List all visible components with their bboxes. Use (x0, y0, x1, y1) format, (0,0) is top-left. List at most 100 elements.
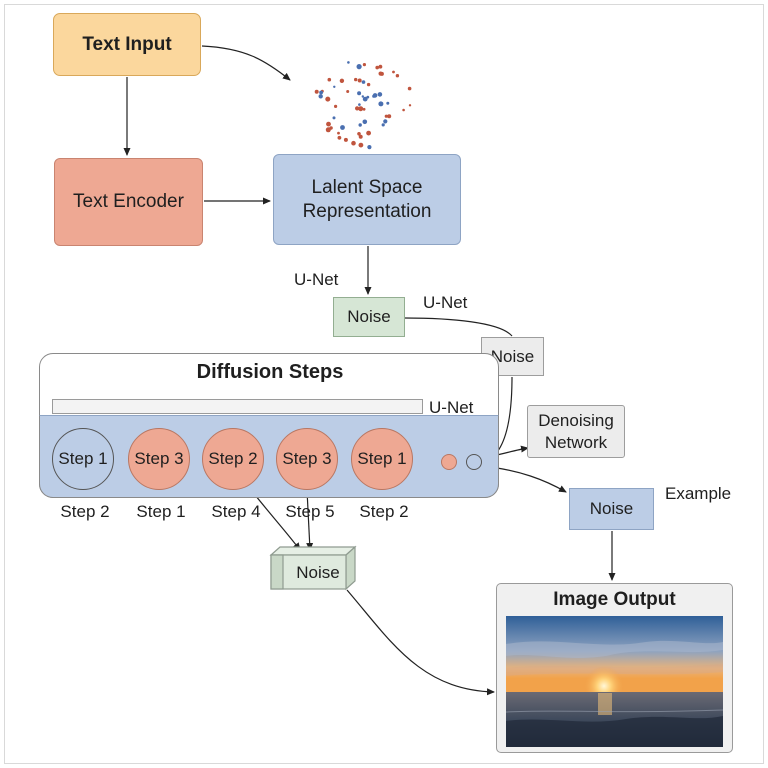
unet-label-left: U-Net (294, 270, 339, 289)
step-circle-3: Step 2 (202, 428, 264, 490)
scatter-dot (408, 104, 412, 107)
scatter-dot (343, 137, 348, 142)
scatter-dot (319, 90, 323, 95)
diffusion-top-bar (52, 399, 423, 414)
diffusion-steps-band (39, 415, 499, 498)
scatter-dot (378, 64, 383, 69)
scatter-dot (339, 78, 345, 84)
scatter-dot (366, 82, 371, 87)
curve-noise-to-noise-right (404, 317, 513, 337)
scatter-dot (361, 95, 364, 98)
scatter-dot (375, 65, 380, 70)
step-circle-label: Step 2 (208, 449, 258, 468)
scatter-dot (366, 130, 371, 136)
diagram-frame (4, 4, 764, 764)
scatter-dot (383, 119, 388, 124)
image-output-title: Image Output (553, 589, 676, 610)
text-input-node: Text Input (53, 13, 201, 76)
scatter-dot (357, 132, 361, 136)
scatter-dot (362, 96, 368, 102)
denoising-network-label: Denoising Network (538, 411, 614, 452)
scatter-dot (384, 114, 388, 118)
scatter-dot (378, 101, 384, 107)
unet-label-band: U-Net (429, 398, 474, 417)
scatter-dot (357, 91, 362, 96)
noise-mid-node: Noise (569, 488, 654, 530)
scatter-dot (407, 86, 412, 91)
step-below-label-3: Step 4 (211, 502, 261, 521)
scatter-dot (334, 104, 338, 108)
sunset-image (506, 616, 723, 747)
scatter-dot (354, 77, 358, 82)
scatter-dot (325, 127, 331, 133)
scatter-dot (358, 103, 361, 106)
step-circle-5: Step 1 (351, 428, 413, 490)
latent-scatter-cloud (314, 61, 412, 150)
step-circle-label: Step 1 (58, 449, 108, 468)
scatter-dot (355, 106, 360, 111)
step-below-label-5: Step 2 (359, 502, 409, 521)
text-input-label: Text Input (82, 33, 172, 55)
scatter-dot (314, 89, 319, 94)
step-circle-4: Step 3 (276, 428, 338, 490)
small-salmon-dot (441, 454, 457, 470)
scatter-dot (318, 94, 323, 99)
step-circle-label: Step 1 (357, 449, 407, 468)
noise-right-label: Noise (490, 346, 535, 366)
scatter-dot (340, 125, 345, 130)
unet-label-right: U-Net (423, 293, 468, 312)
step-circle-1: Step 1 (52, 428, 114, 490)
scatter-dot (362, 63, 366, 67)
scatter-dot (347, 61, 350, 64)
arrow-cube-to-output (346, 589, 495, 696)
scatter-dot (361, 80, 366, 84)
scatter-dot (358, 123, 362, 127)
step-below-label-4: Step 5 (285, 502, 335, 521)
denoising-network-node: Denoising Network (527, 405, 625, 458)
latent-space-label: Lalent Space Representation (302, 176, 432, 222)
arrow-input-to-scatter (201, 45, 291, 81)
scatter-dot (362, 119, 368, 125)
scatter-dot (327, 77, 332, 82)
scatter-dot (333, 85, 336, 89)
scatter-dot (326, 121, 331, 127)
scatter-dot (392, 70, 395, 74)
scatter-dot (402, 108, 405, 112)
scatter-dot (332, 116, 336, 120)
text-encoder-label: Text Encoder (73, 191, 184, 213)
scatter-dot (351, 140, 356, 146)
example-label: Example (665, 484, 732, 503)
noise-cube-label: Noise (296, 563, 339, 582)
step-circle-label: Step 3 (282, 449, 332, 468)
scatter-dot (377, 92, 383, 97)
scatter-dot (356, 64, 362, 70)
scatter-dot (337, 131, 340, 135)
scatter-dot (358, 142, 364, 148)
scatter-dot (372, 93, 378, 98)
text-encoder-node: Text Encoder (54, 158, 203, 246)
diffusion-steps-title: Diffusion Steps (196, 361, 344, 383)
step-circle-2: Step 3 (128, 428, 190, 490)
scatter-dot (357, 78, 362, 83)
step-circle-label: Step 3 (134, 449, 184, 468)
noise-cube (269, 545, 357, 591)
scatter-dot (381, 123, 385, 127)
scatter-dot (358, 106, 364, 112)
scatter-dot (325, 96, 331, 102)
scatter-dot (387, 114, 392, 119)
scatter-dot (358, 134, 363, 139)
latent-space-node: Lalent Space Representation (273, 154, 461, 245)
noise-mid-label: Noise (589, 499, 634, 519)
scatter-dot (386, 101, 390, 105)
small-blue-dot (466, 454, 482, 470)
scatter-dot (337, 135, 342, 140)
arrow-step-to-cube-2 (306, 489, 314, 551)
noise-top-label: Noise (347, 307, 391, 327)
scatter-dot (346, 90, 350, 93)
scatter-dot (378, 71, 383, 76)
step-below-label-2: Step 1 (136, 502, 186, 521)
scatter-dot (362, 107, 366, 111)
scatter-dot (395, 74, 400, 78)
step-below-label-1: Step 2 (60, 502, 110, 521)
